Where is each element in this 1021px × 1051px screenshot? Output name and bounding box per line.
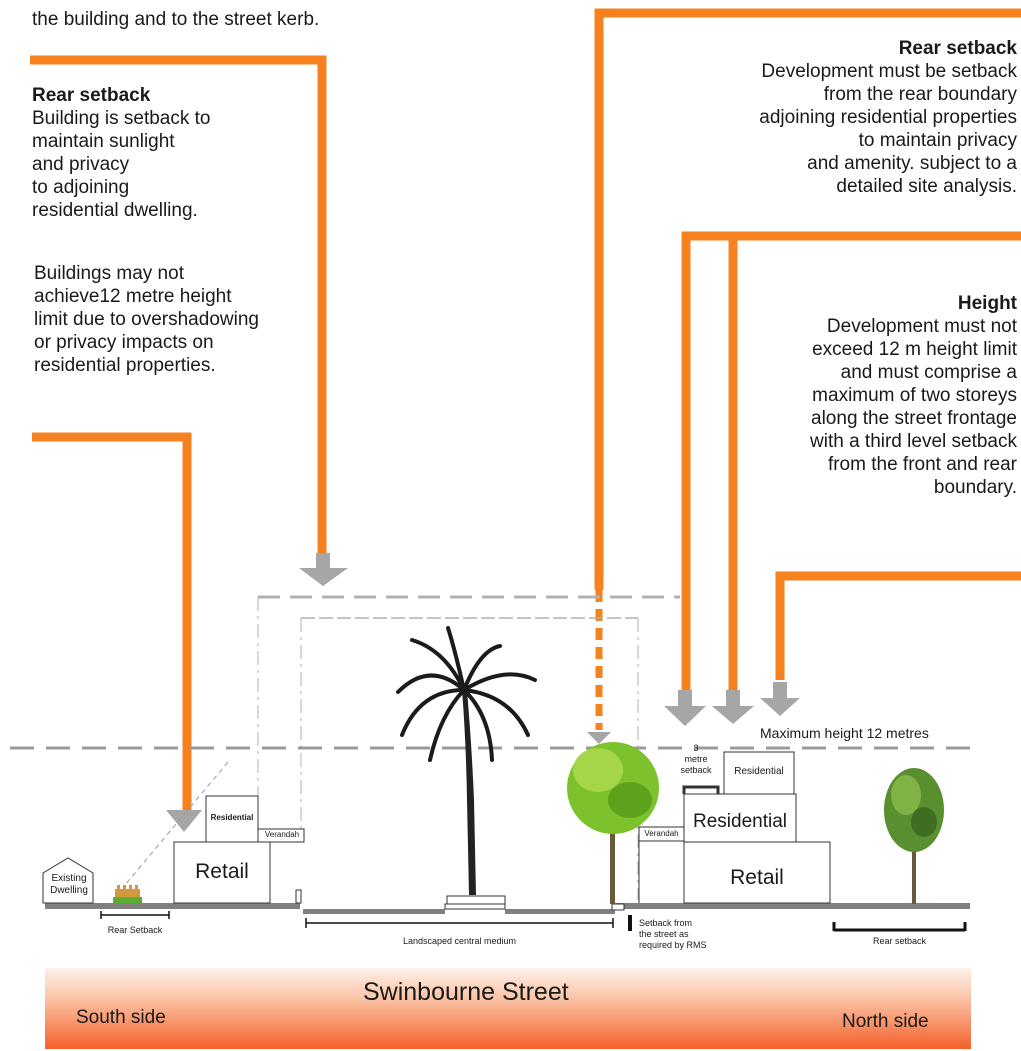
palm-tree-icon	[396, 626, 537, 905]
right-panel-rear-line: to maintain privacy	[858, 130, 1017, 151]
right-panel-height-line: Development must not	[826, 316, 1017, 337]
leader-right-height-a	[681, 231, 1021, 690]
street-band	[45, 968, 971, 1049]
dimension-bars	[100, 911, 967, 932]
kerb-left	[295, 889, 302, 904]
right-panel-height-line: exceed 12 m height limit	[812, 339, 1017, 360]
arrow-north-1	[664, 706, 706, 726]
setback-rms-line: Setback from	[639, 918, 693, 928]
north-residential-label: Residential	[693, 811, 787, 832]
setback-label-line: setback	[680, 765, 712, 775]
setback-label-line: 3	[693, 743, 699, 753]
existing-dwelling-line: Existing	[51, 873, 87, 884]
top-caption: the building and to the street kerb.	[32, 9, 320, 30]
leader-left-note	[32, 432, 192, 810]
north-tree-icon	[884, 768, 944, 904]
left-panel: Rear setback Building is setback to main…	[32, 84, 332, 222]
left-panel-line: residential dwelling.	[32, 200, 198, 221]
left-panel-line: and privacy	[32, 154, 130, 175]
right-panel-height-line: boundary.	[933, 477, 1017, 498]
right-panel-rear: Rear setback Development must be setback…	[677, 37, 1017, 198]
setback-rms-label: Setback from the street as required by R…	[639, 918, 739, 951]
rear-setback-north-label: Rear setback	[872, 936, 927, 946]
right-panel-height-line: from the front and rear	[827, 454, 1017, 475]
existing-dwelling-label: Existing Dwelling	[44, 873, 94, 897]
right-panel-height: Height Development must not exceed 12 m …	[737, 292, 1017, 499]
rear-setback-south-label: Rear Setback	[107, 925, 163, 935]
south-buildings	[42, 795, 305, 904]
right-panel-height-title: Height	[957, 293, 1017, 314]
left-note-line: achieve12 metre height	[34, 286, 232, 307]
right-panel-height-line: and must comprise a	[840, 362, 1017, 383]
orange-leaders	[30, 8, 1021, 810]
left-panel-title: Rear setback	[32, 85, 151, 106]
left-note-line: residential properties.	[34, 355, 216, 376]
right-panel-rear-line: and amenity. subject to a	[807, 153, 1017, 174]
north-residential-box	[683, 793, 797, 843]
existing-dwelling-shape	[42, 857, 94, 904]
grey-arrows	[166, 553, 800, 832]
south-verandah-label: Verandah	[264, 830, 300, 839]
leader-right-rear-setback	[594, 8, 1021, 590]
south-residential-label: Residential	[210, 813, 254, 822]
north-retail-label: Retail	[730, 866, 784, 889]
right-panel-rear-line: adjoining residential properties	[759, 107, 1017, 128]
left-note-line: limit due to overshadowing	[34, 309, 259, 330]
left-note-line: Buildings may not	[34, 263, 184, 284]
right-panel-height-line: along the street frontage	[811, 408, 1017, 429]
arrow-left-rear	[299, 568, 348, 586]
left-panel-line: Building is setback to	[32, 108, 211, 129]
setback-label: 3 metre setback	[666, 743, 726, 776]
right-panel-rear-line: Development must be setback	[761, 61, 1017, 82]
south-retail-label: Retail	[195, 860, 249, 883]
south-retail-box	[173, 841, 271, 904]
south-verandah-box	[257, 828, 305, 843]
north-buildings	[638, 751, 831, 904]
north-residential-top-box	[723, 751, 795, 795]
leader-left-rear-setback	[30, 55, 327, 555]
arrow-tree	[587, 732, 611, 744]
right-panel-rear-line: detailed site analysis.	[836, 176, 1017, 197]
north-retail-box	[683, 841, 831, 904]
left-panel-line: to adjoining	[32, 177, 130, 198]
north-verandah-label: Verandah	[644, 829, 679, 838]
south-side-label: South side	[76, 1007, 166, 1028]
right-panel-rear-title: Rear setback	[898, 38, 1017, 59]
landscaped-median-label: Landscaped central medium	[402, 936, 517, 946]
south-residential-box	[205, 795, 259, 843]
right-panel-height-line: maximum of two storeys	[812, 385, 1017, 406]
ground	[45, 903, 970, 914]
arrow-south-building	[166, 810, 202, 832]
street-name: Swinbourne Street	[363, 978, 569, 1006]
leader-right-height-c	[775, 571, 1021, 680]
left-panel-line: maintain sunlight	[32, 131, 175, 152]
existing-dwelling-line: Dwelling	[50, 885, 88, 896]
building-envelope	[257, 595, 680, 900]
left-note-line: or privacy impacts on	[34, 332, 214, 353]
setback-rms-line: required by RMS	[639, 940, 707, 950]
left-note: Buildings may not achieve12 metre height…	[34, 262, 334, 377]
north-residential-top-label: Residential	[734, 766, 784, 777]
setback-rms-line: the street as	[639, 929, 689, 939]
north-verandah-box	[638, 826, 685, 842]
max-height-label: Maximum height 12 metres	[760, 725, 929, 741]
right-panel-rear-line: from the rear boundary	[823, 84, 1017, 105]
north-side-label: North side	[842, 1011, 929, 1032]
arrow-north-2	[712, 706, 754, 724]
street-tree-icon	[567, 742, 659, 904]
kerb-right	[611, 903, 625, 911]
right-panel-height-line: with a third level setback	[810, 431, 1017, 452]
setback-label-line: metre	[684, 754, 708, 764]
rms-marker	[628, 915, 632, 931]
arrow-north-3	[760, 698, 800, 716]
